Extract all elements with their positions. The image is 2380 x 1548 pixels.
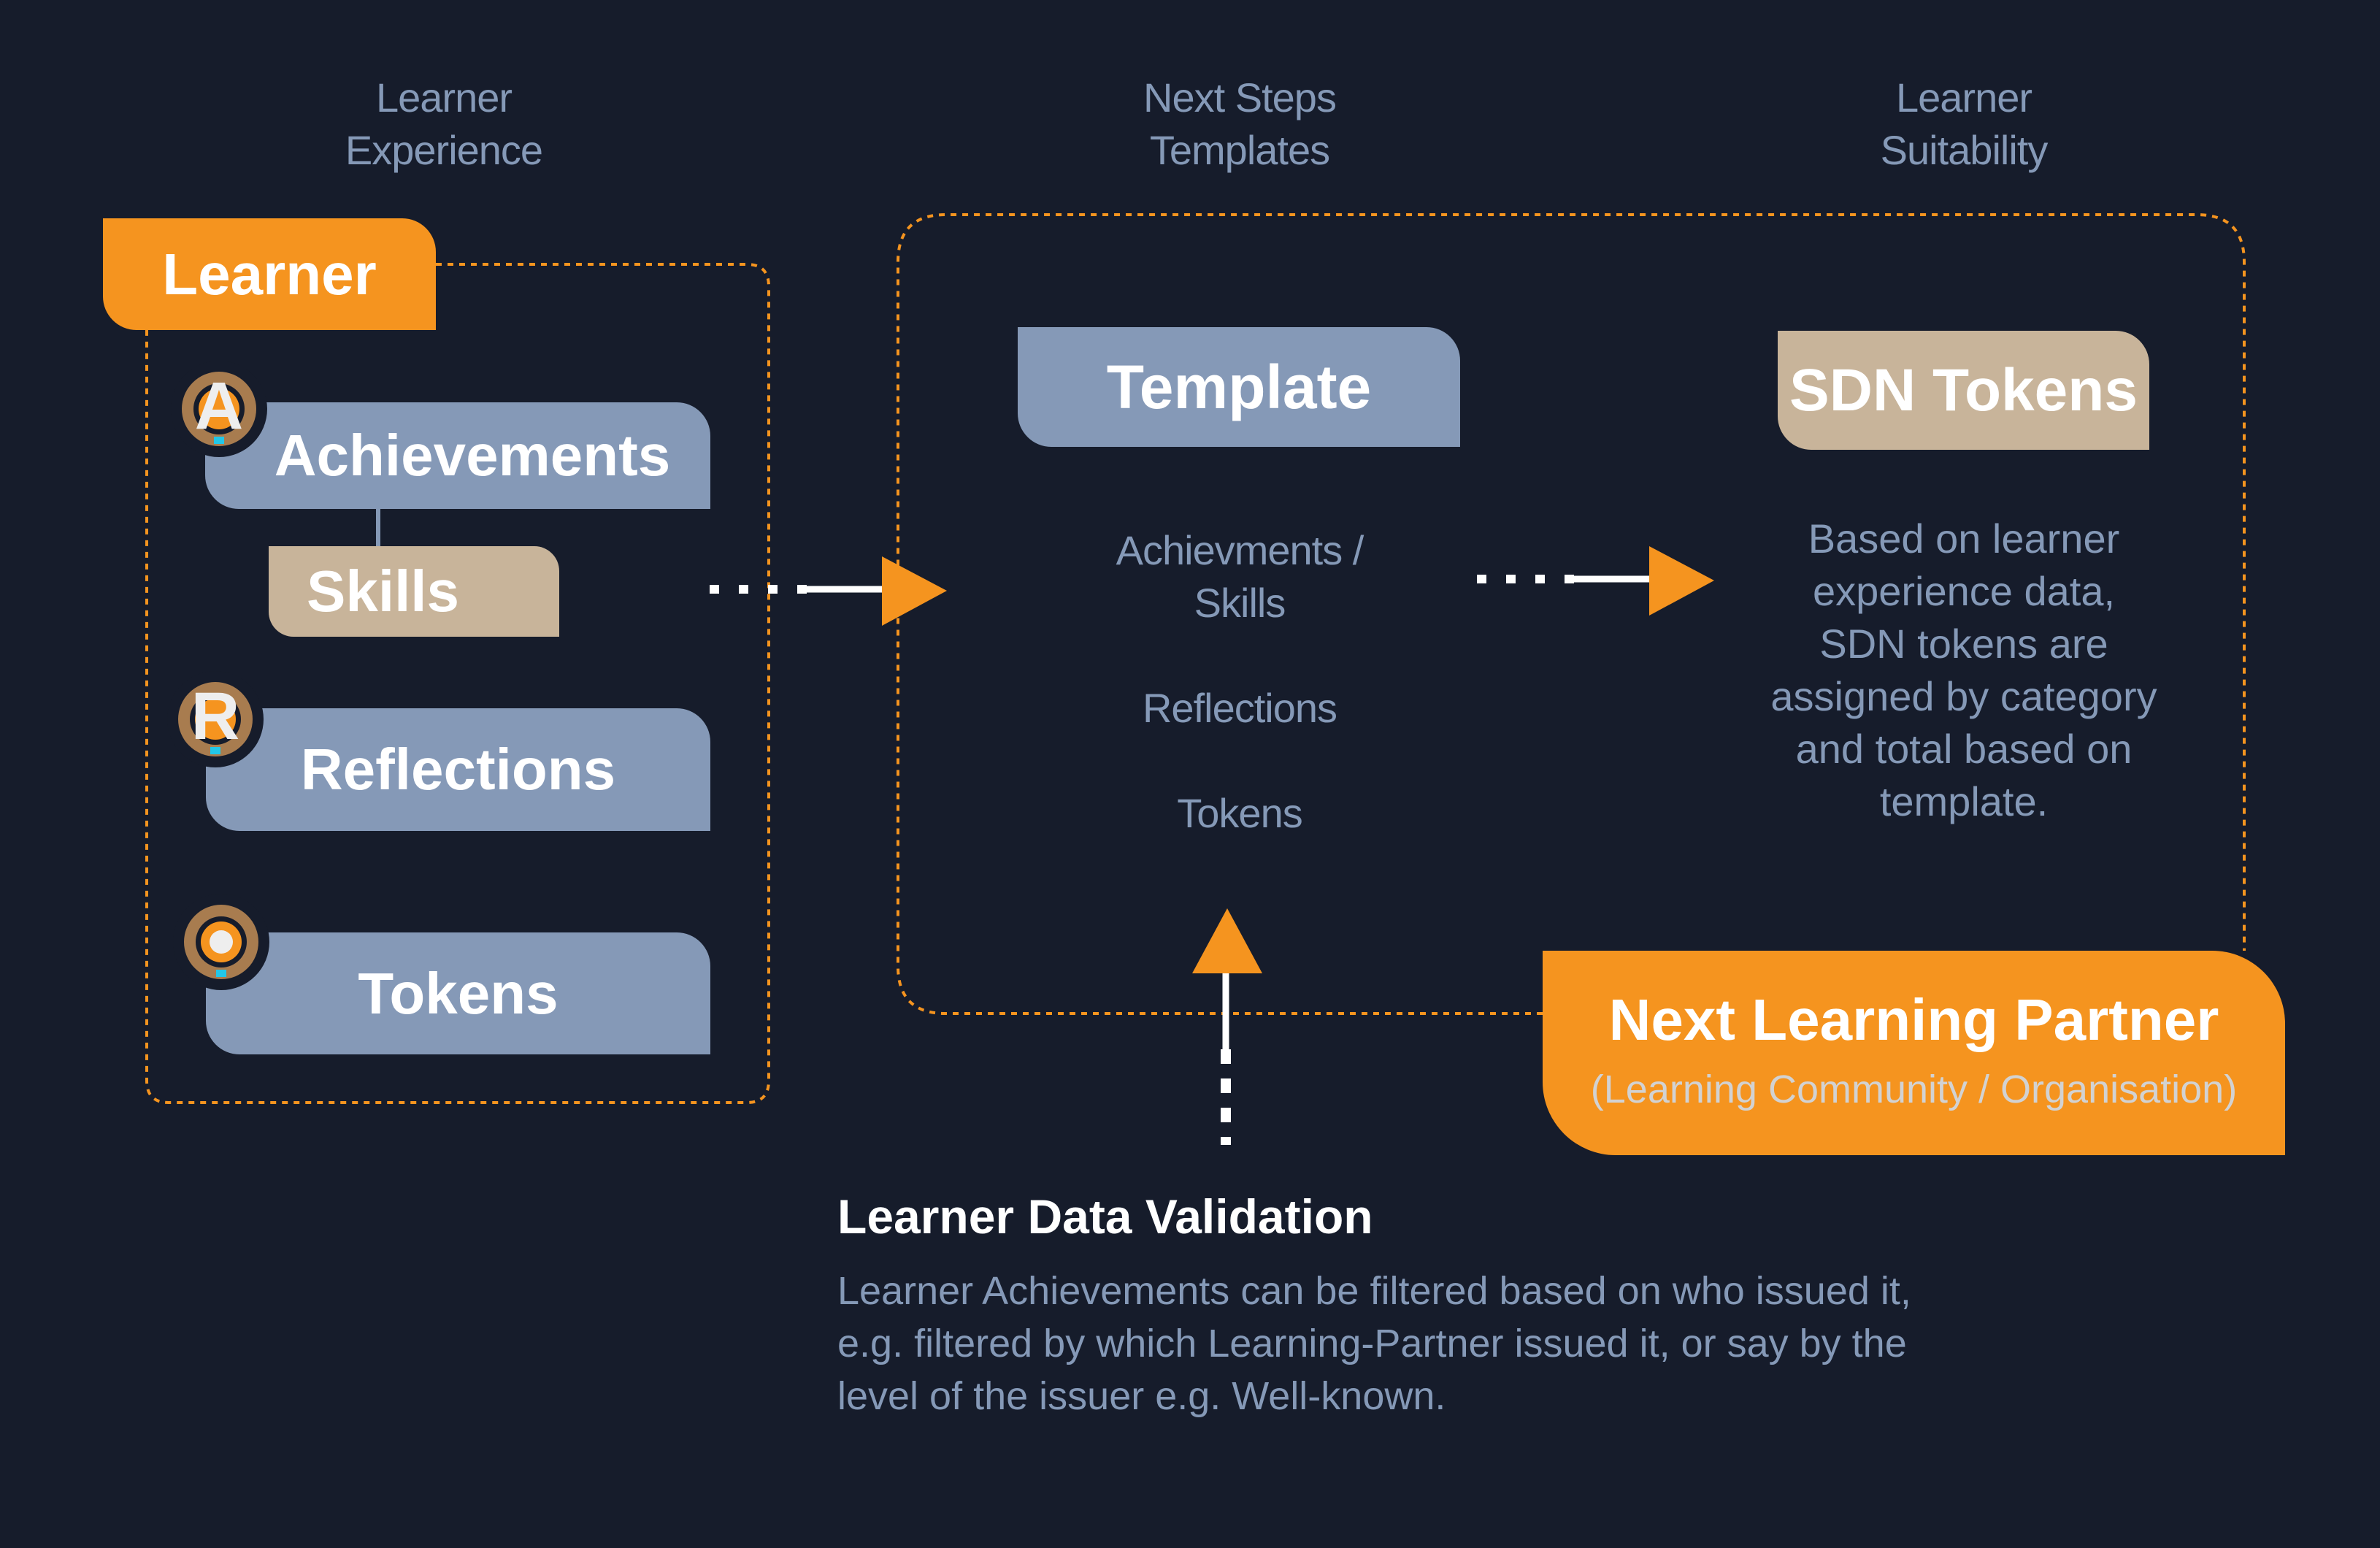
skills-box[interactable]: Skills [269, 546, 559, 637]
validation-title: Learner Data Validation [837, 1189, 1373, 1244]
tokens-label: Tokens [358, 960, 558, 1026]
description-line: SDN tokens are [1819, 621, 2108, 667]
template-field-line: Achievments / [1116, 527, 1364, 573]
column-header-learner-suitability: Learner Suitability [1781, 72, 2146, 177]
arrowhead-right-icon [1649, 546, 1714, 616]
column-header-learner-experience: Learner Experience [261, 72, 626, 177]
partner-title: Next Learning Partner [1608, 987, 2219, 1052]
template-field-tokens: Tokens [1057, 787, 1422, 840]
description-line: assigned by category [1770, 673, 2157, 719]
arrowhead-up-icon [1192, 908, 1262, 973]
sdn-tokens-box[interactable]: SDN Tokens [1778, 331, 2149, 450]
column-header-line: Learner [375, 74, 513, 120]
column-header-line: Learner [1895, 74, 2032, 120]
template-box[interactable]: Template [1018, 327, 1460, 447]
achievements-label: Achievements [274, 423, 671, 488]
template-field-line: Reflections [1142, 685, 1337, 731]
template-field-line: Skills [1194, 580, 1286, 626]
validation-description: Learner Achievements can be filtered bas… [837, 1265, 2005, 1422]
template-title: Template [1106, 352, 1372, 421]
validation-line: level of the issuer e.g. Well-known. [837, 1374, 1446, 1418]
template-field-reflections: Reflections [1057, 682, 1422, 735]
column-header-next-steps-templates: Next Steps Templates [1057, 72, 1422, 177]
partner-subtitle: (Learning Community / Organisation) [1590, 1068, 2238, 1111]
column-header-line: Templates [1149, 127, 1330, 173]
arrow-experience-to-template [710, 556, 947, 626]
next-learning-partner-box[interactable]: Next Learning Partner (Learning Communit… [1543, 951, 2285, 1155]
arrowhead-right-icon [882, 556, 947, 626]
tokens-box[interactable]: Tokens [206, 932, 710, 1054]
validation-line: e.g. filtered by which Learning-Partner … [837, 1322, 1907, 1365]
sdn-tokens-title: SDN Tokens [1789, 356, 2138, 424]
reflections-label: Reflections [300, 737, 616, 802]
description-line: experience data, [1812, 568, 2116, 614]
achievement-badge-icon: A [171, 361, 267, 457]
reflection-badge-icon: R [167, 671, 264, 767]
achievement-badge-letter: A [194, 369, 244, 443]
learner-title: Learner [162, 241, 377, 307]
template-field-line: Tokens [1177, 790, 1302, 836]
token-badge-icon [173, 894, 269, 990]
reflection-badge-letter: R [191, 679, 240, 754]
arrow-template-to-tokens [1477, 546, 1714, 616]
achievements-box[interactable]: Achievements [205, 402, 710, 509]
description-line: and total based on [1795, 726, 2133, 772]
template-field-achievements-skills: Achievments / Skills [1057, 524, 1422, 629]
sdn-tokens-description: Based on learner experience data, SDN to… [1730, 513, 2197, 828]
validation-line: Learner Achievements can be filtered bas… [837, 1269, 1911, 1313]
description-line: template. [1879, 778, 2049, 824]
column-header-line: Next Steps [1143, 74, 1337, 120]
column-header-line: Suitability [1880, 127, 2049, 173]
column-header-line: Experience [345, 127, 543, 173]
description-line: Based on learner [1808, 516, 2120, 562]
reflections-box[interactable]: Reflections [206, 708, 710, 831]
learner-title-box[interactable]: Learner [103, 218, 436, 330]
skills-label: Skills [307, 559, 460, 624]
arrow-validation-to-template [1192, 908, 1262, 1145]
